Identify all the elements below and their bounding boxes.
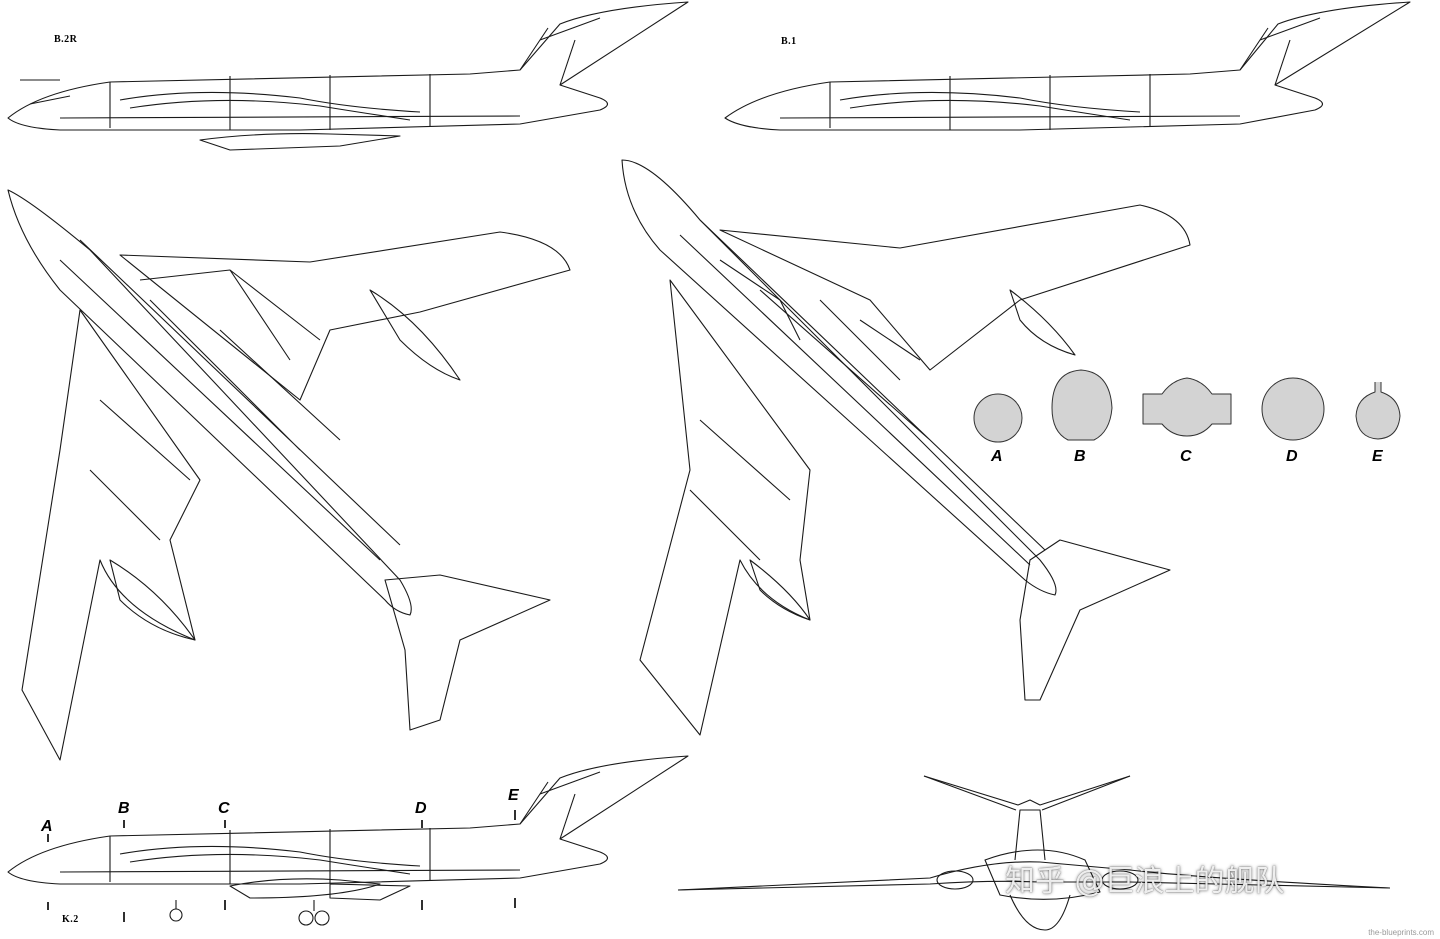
view-label-b1: B.1 xyxy=(781,36,797,47)
view-label-b2r: B.2R xyxy=(54,34,78,45)
source-credit: the-blueprints.com xyxy=(1368,928,1434,937)
side-view-k2 xyxy=(7,755,689,926)
section-b-shape xyxy=(1051,369,1113,441)
view-label-k2: K.2 xyxy=(62,914,79,925)
cut-marker-b: B xyxy=(118,800,130,817)
section-a-shape xyxy=(973,393,1023,443)
side-view-b1 xyxy=(724,1,1411,131)
cross-sections xyxy=(973,369,1401,443)
plan-view-left xyxy=(7,189,571,761)
section-e-shape xyxy=(1355,382,1401,440)
cut-marker-a: A xyxy=(41,818,53,835)
section-label-d: D xyxy=(1286,448,1298,465)
section-label-a: A xyxy=(991,448,1003,465)
cut-marker-c: C xyxy=(218,800,230,817)
cut-marker-e: E xyxy=(508,787,519,804)
section-label-b: B xyxy=(1074,448,1086,465)
section-label-e: E xyxy=(1372,448,1383,465)
watermark-text: 知乎 @巨浪上的舰队 xyxy=(1005,864,1285,899)
section-label-c: C xyxy=(1180,448,1192,465)
cut-marker-d: D xyxy=(415,800,427,817)
section-d-shape xyxy=(1261,377,1325,441)
front-view xyxy=(677,775,1391,931)
section-c-shape xyxy=(1142,377,1232,437)
plan-view-right xyxy=(621,159,1191,736)
side-view-b2r xyxy=(7,1,689,151)
